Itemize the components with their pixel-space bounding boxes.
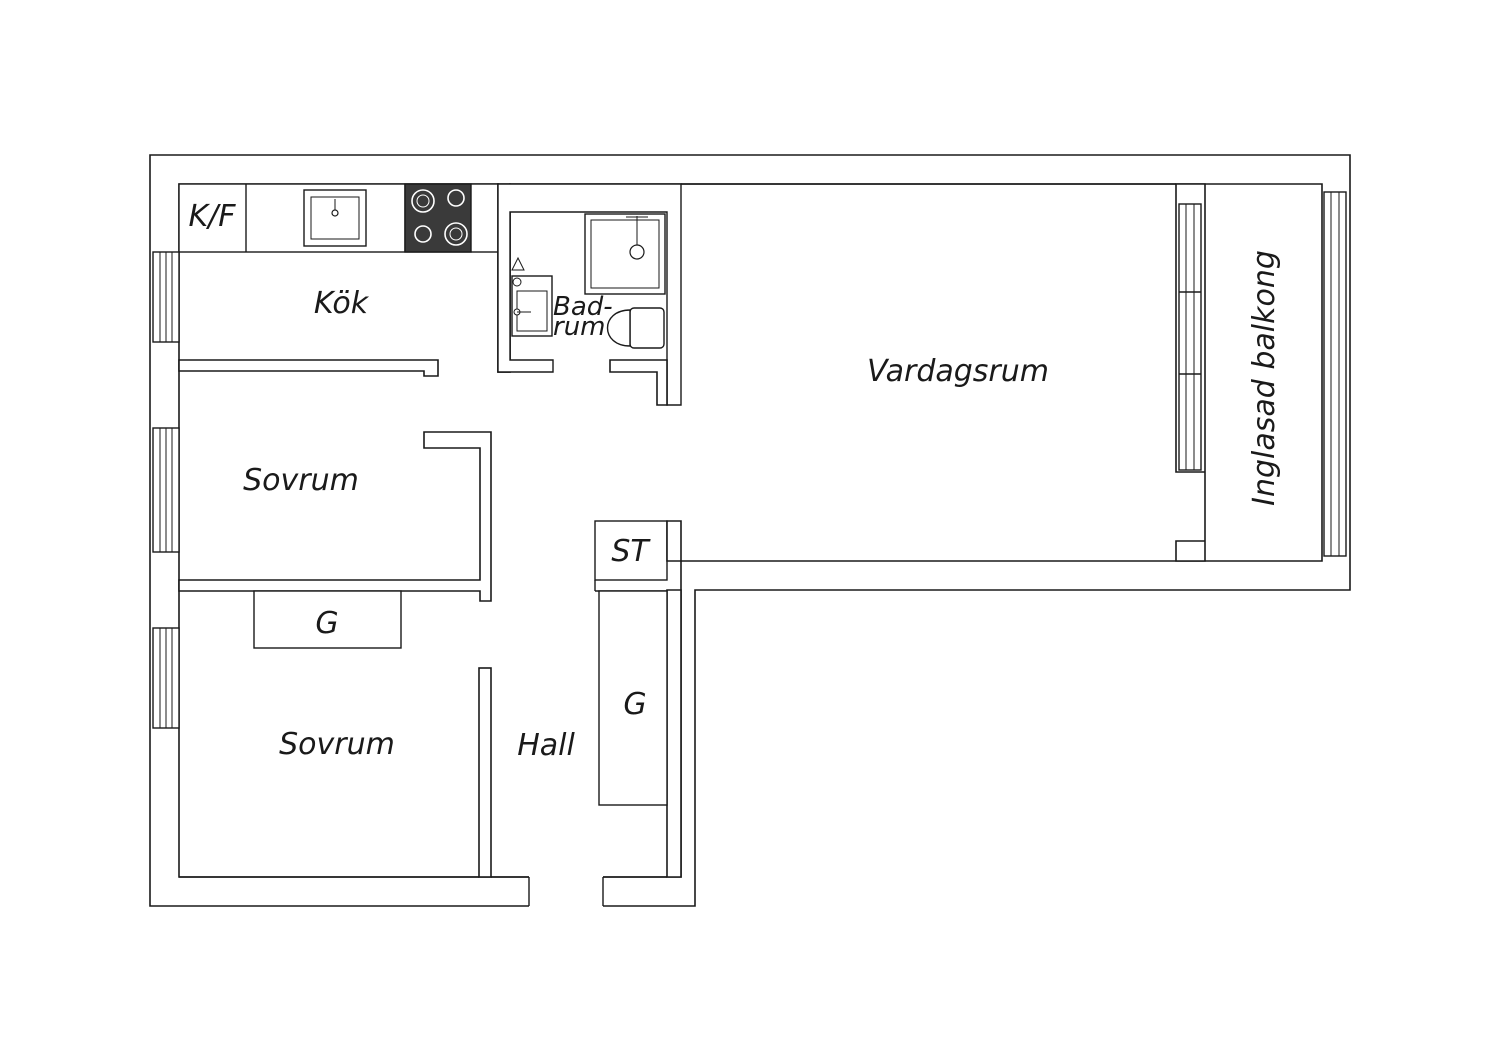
wardrobe-hall (598, 590, 668, 806)
toilet-icon (606, 307, 665, 349)
bedroom-top-wall (178, 431, 492, 602)
heater-icon (511, 256, 525, 287)
bedroom-top-label: Sovrum (243, 463, 359, 498)
storage-closet (594, 520, 668, 581)
bathroom-label-line1: Bad- (553, 292, 613, 322)
bedroom-bottom-label: Sovrum (279, 727, 395, 762)
window-living-room (1178, 203, 1202, 471)
window-balcony (1323, 191, 1347, 557)
window-bedroom-top (152, 427, 180, 553)
living-room-label: Vardagsrum (867, 354, 1049, 389)
kitchen-area (178, 183, 499, 377)
shower-icon (584, 213, 666, 295)
window-kitchen (152, 251, 180, 343)
fridge-freezer-label: K/F (188, 199, 236, 234)
storage-label: ST (611, 534, 651, 569)
window-bedroom-bottom (152, 627, 180, 729)
wardrobe-hall-label: G (623, 687, 646, 722)
balcony-label: Inglasad balkong (1247, 250, 1282, 506)
kitchen-label: Kök (314, 286, 370, 321)
bathroom-area (497, 183, 682, 406)
bedroom-hall-wall (478, 667, 492, 878)
wardrobe-bedroom-label: G (315, 606, 338, 641)
hall-right-wall (666, 589, 682, 878)
hall-label: Hall (517, 728, 575, 763)
wardrobe-bedroom (253, 590, 402, 649)
entrance-door-opening (491, 876, 667, 908)
sink-icon (303, 189, 367, 247)
outer-wall (149, 154, 1351, 907)
bathroom-wall (497, 183, 682, 406)
stove-icon (404, 183, 472, 253)
bathroom-label-line2: rum (553, 312, 606, 342)
